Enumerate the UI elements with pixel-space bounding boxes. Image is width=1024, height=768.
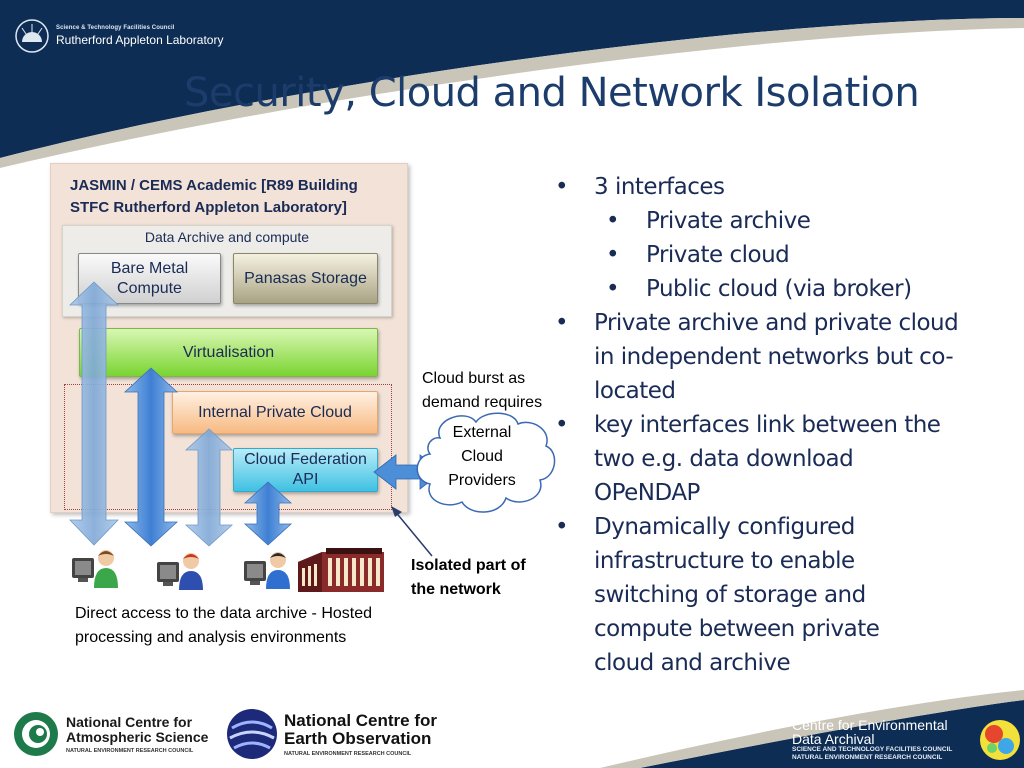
ncas-name: National Centre for Atmospheric Science: [66, 713, 209, 745]
isolated-network-label: Isolated part of the network: [411, 557, 526, 598]
panel-title: JASMIN / CEMS Academic [R89 Building STF…: [70, 177, 358, 216]
external-cloud-label: External Cloud Providers: [448, 424, 516, 489]
stfc-sun-icon: [15, 19, 49, 53]
external-cloud-shape: [416, 412, 556, 513]
ncas-swirl-icon: [14, 712, 58, 756]
access-arrow-1: [69, 281, 119, 546]
building-icon: [298, 548, 384, 592]
access-arrow-4: [243, 481, 293, 546]
bullet-item: •key interfaces link between the two e.g…: [555, 412, 941, 506]
access-arrow-2: [123, 367, 179, 547]
ceda-sub-nerc: NATURAL ENVIRONMENT RESEARCH COUNCIL: [792, 754, 943, 761]
ceda-logo: Centre for Environmental Data Archival S…: [792, 718, 1022, 762]
ceda-globe-icon: [980, 720, 1020, 760]
ceda-name: Centre for Environmental Data Archival: [792, 717, 948, 747]
nceo-globe-icon: [227, 709, 277, 759]
bullet-item: •Public cloud (via broker): [606, 276, 912, 302]
org-lab: Rutherford Appleton Laboratory: [56, 33, 224, 47]
user-icon-2: [157, 553, 203, 590]
isolated-pointer-arrow: [391, 506, 433, 557]
ncas-logo: National Centre for Atmospheric Science …: [12, 710, 216, 758]
nceo-sub: NATURAL ENVIRONMENT RESEARCH COUNCIL: [284, 750, 412, 757]
nceo-name: National Centre for Earth Observation: [284, 710, 438, 748]
ncas-sub: NATURAL ENVIRONMENT RESEARCH COUNCIL: [66, 747, 194, 754]
stfc-logo: Science & Technology Facilities Council …: [14, 18, 223, 54]
slide-title: Security, Cloud and Network Isolation: [184, 70, 920, 116]
direct-access-caption: Direct access to the data archive - Host…: [75, 605, 373, 646]
bullet-item: •Private cloud: [606, 242, 790, 268]
bullet-item: •Private archive: [606, 208, 811, 234]
isolated-network-boundary: [64, 384, 392, 510]
bullet-item: •Dynamically configured infrastructure t…: [555, 514, 880, 676]
panasas-storage-block: Panasas Storage: [233, 253, 378, 304]
org-council: Science & Technology Facilities Council: [56, 25, 175, 31]
virtualisation-block: Virtualisation: [79, 328, 378, 377]
bullet-item: •3 interfaces: [555, 174, 725, 200]
nceo-logo: National Centre for Earth Observation NA…: [226, 706, 454, 762]
bullet-item: •Private archive and private cloud in in…: [555, 310, 959, 404]
internal-private-cloud-block: Internal Private Cloud: [172, 391, 378, 434]
access-arrow-3: [184, 428, 234, 547]
user-icon-3: [244, 552, 290, 589]
ceda-sub-stfc: SCIENCE AND TECHNOLOGY FACILITIES COUNCI…: [792, 746, 953, 753]
data-archive-label: Data Archive and compute: [144, 229, 310, 245]
user-icon-1: [72, 550, 118, 588]
cloud-burst-note: Cloud burst as demand requires: [422, 370, 543, 411]
cloud-federation-api-block: Cloud Federation API: [233, 448, 378, 492]
